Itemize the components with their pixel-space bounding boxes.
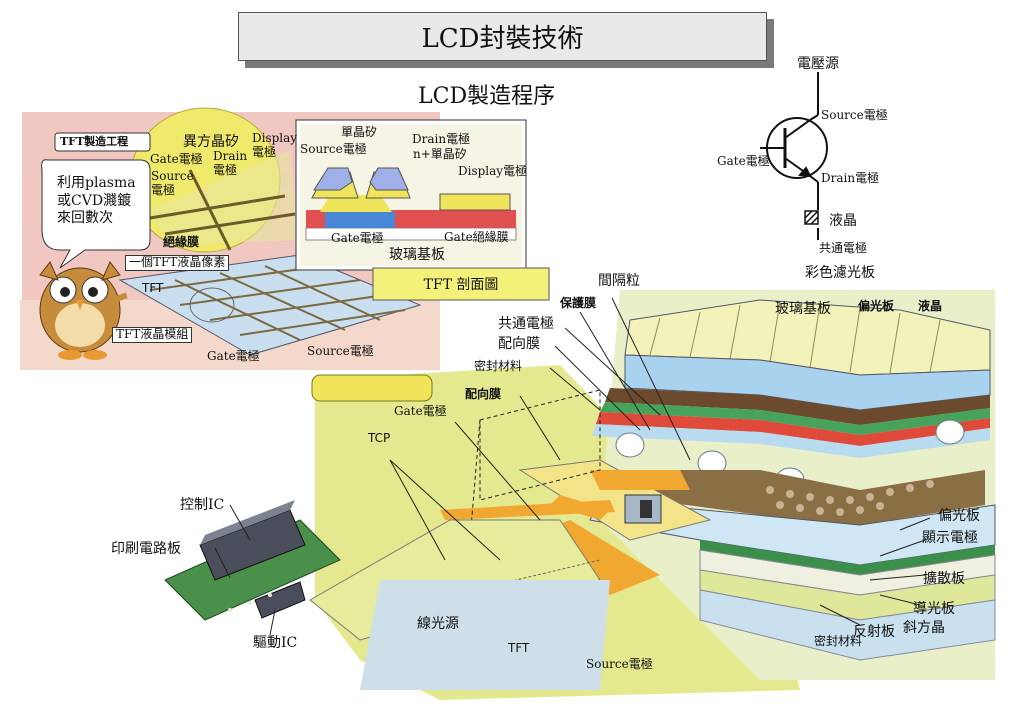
page-subtitle: LCD製造程序 [418, 84, 556, 109]
label-circuit-drain: Drain電極 [821, 171, 880, 185]
label-sealant-bottom: 密封材料 [814, 634, 863, 648]
label-tft-module: TFT液晶模組 [112, 327, 193, 343]
label-pcb: 印刷電路板 [111, 541, 181, 557]
tft-process-badge: TFT製造工程 [60, 135, 129, 148]
label-protective-film: 保護膜 [560, 296, 597, 310]
label-cs-drain: Drain電極 [412, 132, 471, 146]
label-insulating-film: 絕緣膜 [163, 235, 200, 249]
label-diffuser: 擴散板 [923, 571, 965, 587]
label-cs-gate-insulation: Gate絕緣膜 [444, 230, 509, 244]
label-bottom-gate: Gate電極 [207, 349, 260, 363]
label-polarizer-top: 偏光板 [858, 299, 895, 313]
label-circuit-gate: Gate電極 [717, 154, 770, 168]
label-tft-tag: TFT [142, 281, 164, 295]
label-light-guide: 導光板 [913, 601, 955, 617]
label-alignment-film-2: 配向膜 [465, 387, 502, 401]
label-color-filter: 彩色濾光板 [805, 265, 875, 281]
label-alignment-film: 配向膜 [498, 336, 540, 352]
tft-cross-section-caption: TFT 剖面圖 [423, 277, 499, 293]
pcb-board [164, 500, 341, 621]
label-cs-gate: Gate電極 [331, 231, 384, 245]
label-cs-n-si: n+單晶矽 [413, 147, 467, 161]
label-line-light: 線光源 [417, 616, 459, 632]
label-common-electrode: 共通電極 [498, 316, 554, 332]
speech-bubble: 利用plasma 或CVD濺鍍 來回數次 [57, 175, 136, 226]
label-tft-pixel: 一個TFT液晶像素 [125, 255, 230, 271]
label-circuit-lc: 液晶 [829, 213, 857, 229]
label-lc-module: 液晶 [918, 299, 943, 313]
label-display-electrode-module: 顯示電極 [922, 530, 978, 546]
label-prism: 斜方晶 [903, 620, 945, 636]
label-reflector: 反射板 [853, 624, 895, 640]
transistor-symbol [760, 72, 828, 240]
label-gate-electrode-module: Gate電極 [394, 404, 447, 418]
label-circuit-common: 共通電極 [819, 241, 868, 255]
label-sealant: 密封材料 [474, 359, 523, 373]
label-driver-ic: 驅動IC [253, 635, 298, 651]
tft-caption-box [372, 267, 550, 301]
lcd-module [309, 290, 996, 700]
label-cs-display: Display電極 [458, 164, 528, 178]
label-mono-si: 單晶矽 [341, 125, 378, 139]
label-control-ic: 控制IC [180, 497, 225, 513]
label-spacer: 間隔粒 [598, 273, 640, 289]
label-source-electrode-module: Source電極 [586, 657, 653, 671]
label-cs-glass: 玻璃基板 [389, 247, 445, 263]
label-glass-substrate: 玻璃基板 [775, 301, 831, 317]
page-title: LCD封裝技術 [238, 12, 767, 61]
label-gate-electrode: Gate電極 [150, 152, 203, 166]
label-cs-source: Source電極 [300, 142, 367, 156]
label-bottom-source: Source電極 [307, 344, 374, 358]
tft-cross-section [295, 119, 527, 271]
label-polarizer-bottom: 偏光板 [938, 508, 980, 524]
label-voltage-source: 電壓源 [797, 56, 839, 72]
owl-mascot [39, 261, 128, 360]
leader-lines [214, 297, 931, 636]
label-aniso-si: 異方晶矽 [183, 134, 239, 150]
label-circuit-source: Source電極 [821, 108, 888, 122]
label-tcp: TCP [368, 431, 391, 445]
label-tft-module-tag: TFT [508, 641, 530, 655]
